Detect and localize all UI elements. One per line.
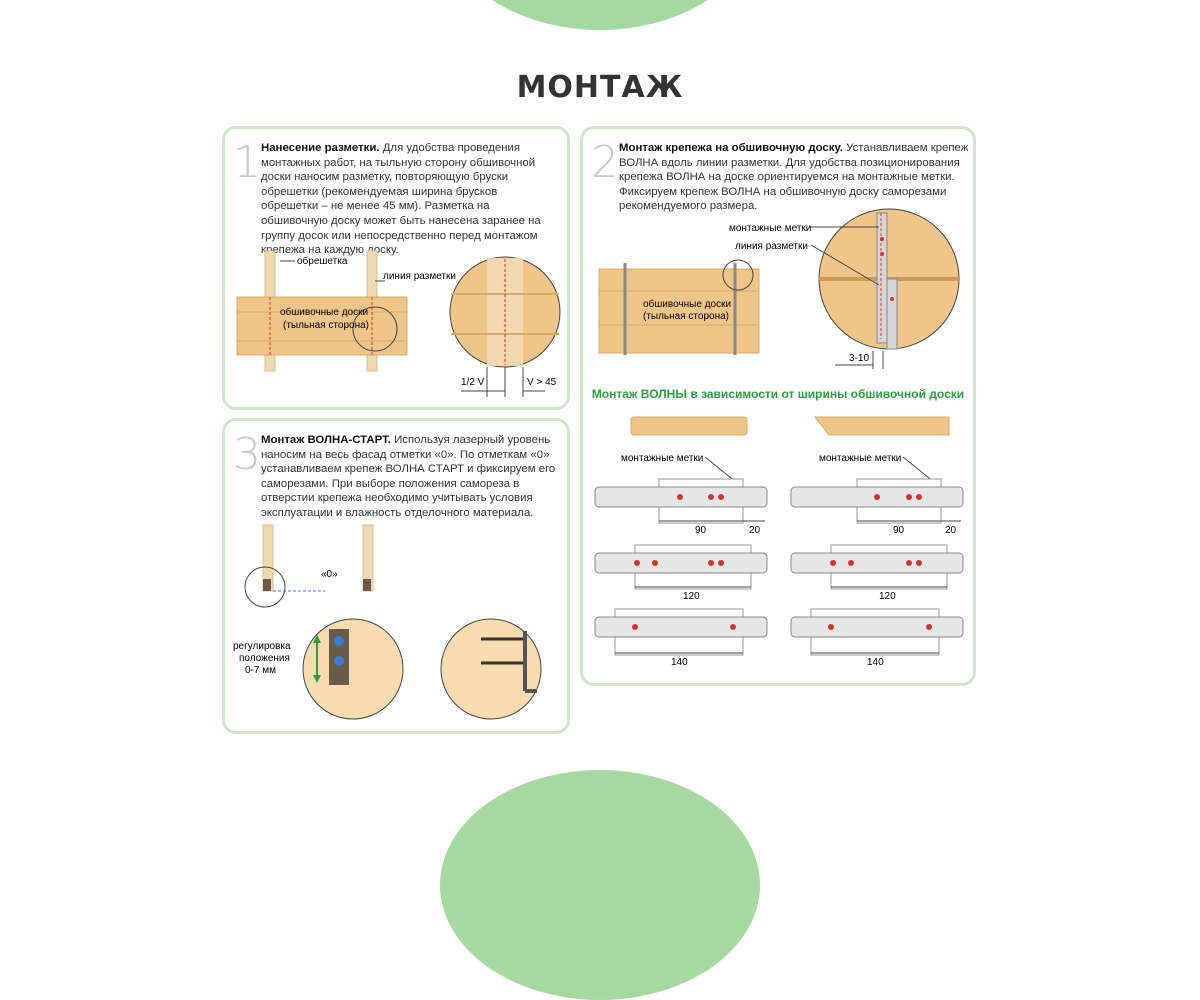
page-title: МОНТАЖ <box>516 70 684 105</box>
step-heading: Нанесение разметки. <box>261 142 380 154</box>
label-left-marks: монтажные метки <box>621 453 703 464</box>
mount-illustration: обшивочные доски (тыльная сторона) монта… <box>598 208 960 369</box>
label-zero-mark: «0» <box>321 569 338 580</box>
dim-140-left: 140 <box>671 657 688 668</box>
label-adjust-1: регулировка <box>233 641 291 652</box>
step-body: Для удобства проведения монтажных работ,… <box>261 142 541 257</box>
step-number: 2 <box>591 137 619 188</box>
step-description: Нанесение разметки. Для удобства проведе… <box>261 141 553 258</box>
step-body: Устанавливаем крепеж ВОЛНА вдоль линии р… <box>619 142 969 213</box>
dim-120-left: 120 <box>683 591 700 602</box>
step-1-panel: 1 Нанесение разметки. Для удобства прове… <box>222 126 570 410</box>
step-description: Монтаж крепежа на обшивочную доску. Уста… <box>619 141 971 214</box>
label-right-marks: монтажные метки <box>819 453 901 464</box>
step-body: Используя лазерный уровень наносим на ве… <box>261 434 556 519</box>
label-marking-line: линия разметки <box>735 241 808 252</box>
step-heading: Монтаж крепежа на обшивочную доску. <box>619 142 843 154</box>
dim-90-left: 90 <box>695 525 707 536</box>
dim-20-left: 20 <box>749 525 761 536</box>
label-adjust-3: 0-7 мм <box>245 665 276 676</box>
label-adjust-2: положения <box>239 653 290 664</box>
dim-20-right: 20 <box>945 525 957 536</box>
label-boards: обшивочные доски <box>280 306 368 318</box>
decor-blob-bottom <box>440 770 760 1000</box>
decor-blob-top <box>440 0 760 30</box>
marking-illustration: обрешетка линия разметки обшивочные доск… <box>236 250 561 397</box>
step-heading: Монтаж ВОЛНА-СТАРТ. <box>261 434 391 446</box>
width-variants-illustration: монтажные метки 90 20 120 140 монтажные … <box>594 416 964 668</box>
label-batten: обрешетка <box>297 255 348 267</box>
dim-half-v: 1/2 V <box>461 377 485 388</box>
step-description: Монтаж ВОЛНА-СТАРТ. Используя лазерный у… <box>261 433 561 521</box>
step-3-panel: 3 Монтаж ВОЛНА-СТАРТ. Используя лазерный… <box>222 418 570 734</box>
step-number: 3 <box>233 429 261 480</box>
mount-width-heading: Монтаж ВОЛНЫ в зависимости от ширины обш… <box>591 387 965 401</box>
start-mount-illustration: «0» регулировка положения 0-7 мм <box>233 524 542 720</box>
label-mount-marks: монтажные метки <box>729 223 811 234</box>
dim-120-right: 120 <box>879 591 896 602</box>
dim-90-right: 90 <box>893 525 905 536</box>
label-boards-back: (тыльная сторона) <box>643 311 729 322</box>
dim-gap: 3-10 <box>849 353 869 364</box>
dim-v-min: V > 45 <box>527 377 557 388</box>
label-boards-back: (тыльная сторона) <box>283 320 369 331</box>
label-marking-line: линия разметки <box>383 271 456 282</box>
step-number: 1 <box>233 137 261 188</box>
label-boards: обшивочные доски <box>643 298 731 310</box>
dim-140-right: 140 <box>867 657 884 668</box>
step-2-panel: 2 Монтаж крепежа на обшивочную доску. Ус… <box>580 126 976 686</box>
